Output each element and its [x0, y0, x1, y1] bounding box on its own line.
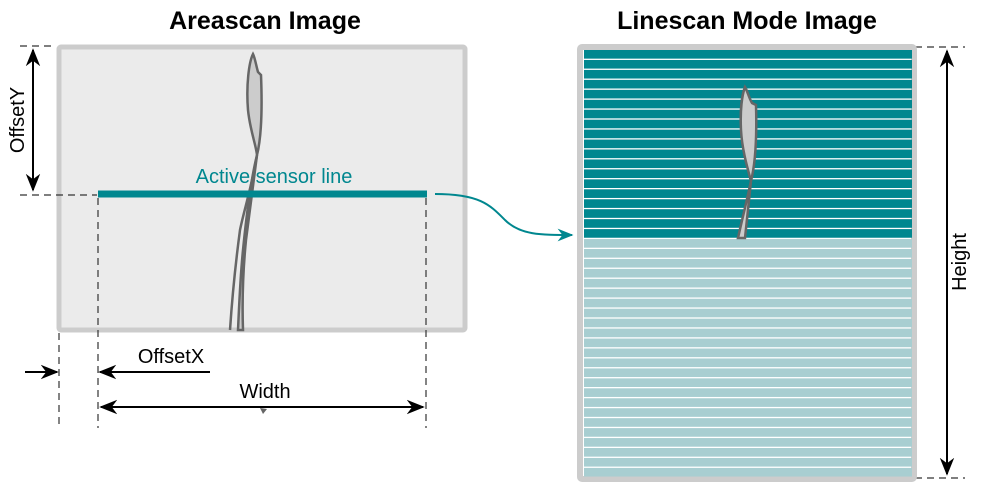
width-label: Width [239, 381, 290, 403]
pending-line [584, 249, 912, 258]
linescan-title: Linescan Mode Image [617, 7, 877, 35]
scanned-line [584, 59, 912, 69]
scanned-line [584, 50, 912, 59]
scanned-line [584, 179, 912, 188]
pending-line [584, 438, 912, 447]
offset-y-label: OffsetY [7, 87, 29, 153]
height-label: Height [949, 233, 971, 291]
areascan-title: Areascan Image [169, 7, 361, 35]
pending-line [584, 368, 912, 378]
active-sensor-line-label: Active sensor line [196, 166, 353, 188]
pending-line [584, 298, 912, 308]
pending-line [584, 278, 912, 288]
pending-line [584, 388, 912, 397]
pending-line [584, 328, 912, 338]
pending-line [584, 457, 912, 467]
pending-line [584, 378, 912, 387]
pending-line [584, 448, 912, 457]
object-shape [236, 51, 263, 332]
pending-line [584, 268, 912, 278]
areascan-image [56, 44, 468, 414]
pending-line [584, 358, 912, 368]
pending-line [584, 418, 912, 427]
pending-line [584, 338, 912, 348]
scanned-line [584, 229, 912, 238]
offset-x-label: OffsetX [138, 346, 204, 368]
pending-line [584, 428, 912, 437]
pending-line [584, 288, 912, 298]
pending-line [584, 408, 912, 417]
connector-arrow [434, 193, 574, 242]
pending-line [584, 239, 912, 248]
scanned-line [584, 219, 912, 228]
scanned-line [584, 79, 912, 89]
pending-line [584, 318, 912, 328]
pending-line [584, 258, 912, 268]
guide-lines [20, 45, 965, 479]
pending-line [584, 348, 912, 358]
linescan-image [577, 44, 917, 482]
pending-line [584, 308, 912, 318]
pending-line [584, 467, 912, 477]
scanned-line [584, 69, 912, 79]
linescan-object-shape [736, 84, 758, 240]
pending-line [584, 398, 912, 407]
